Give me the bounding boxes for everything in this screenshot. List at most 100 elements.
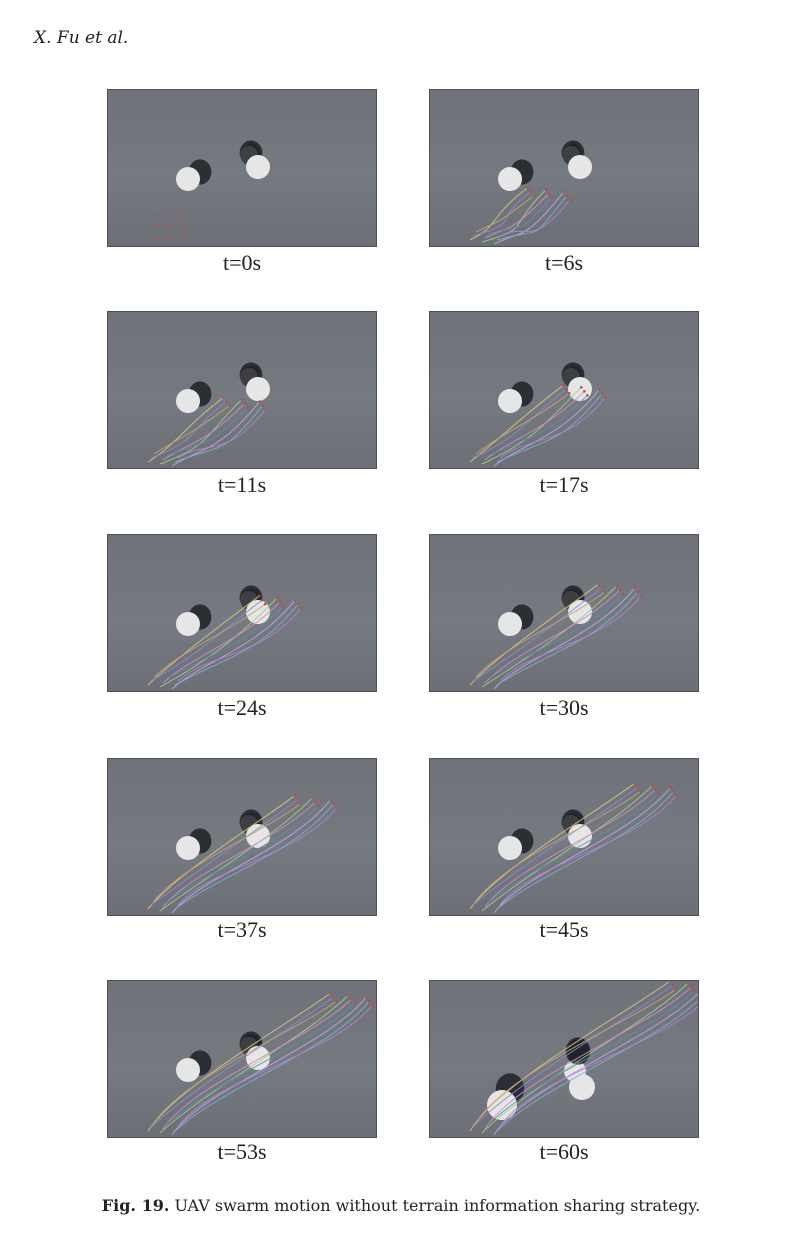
uav-marker [668, 981, 672, 983]
uav-marker [568, 392, 571, 395]
uav-marker [179, 222, 183, 226]
uav-marker [246, 406, 249, 409]
uav-marker [346, 993, 350, 997]
uav-marker [177, 210, 181, 214]
uav-trail [499, 1006, 698, 1128]
uav-marker [604, 396, 607, 399]
uav-marker [181, 234, 185, 238]
uav-trail [147, 795, 295, 910]
uav-trail [487, 394, 588, 457]
uav-marker [674, 987, 678, 991]
uav-trail [475, 988, 677, 1124]
uav-marker [601, 392, 604, 395]
obstacle-disc [176, 612, 200, 636]
uav-trail [481, 386, 582, 465]
uav-trail [469, 187, 529, 241]
uav-trail [487, 793, 659, 904]
uav-trail [177, 807, 338, 906]
uav-marker [293, 598, 297, 602]
uav-marker [639, 594, 643, 598]
obstacle-disc [246, 600, 270, 624]
snapshot-panel-t45 [429, 758, 699, 916]
uav-marker [600, 586, 604, 590]
uav-marker [281, 604, 285, 608]
uav-trail [162, 601, 281, 684]
uav-trail [159, 597, 278, 688]
obstacle-disc [498, 389, 522, 413]
uav-marker [261, 404, 264, 407]
uav-trail [159, 797, 314, 912]
uav-trail [162, 403, 245, 461]
uav-marker [331, 995, 335, 999]
uav-trail [159, 399, 242, 465]
uav-marker [367, 999, 371, 1003]
uav-trail [150, 599, 263, 682]
uav-marker [544, 188, 548, 192]
obstacle-disc [568, 155, 592, 179]
uav-trail [469, 783, 635, 910]
obstacle-disc [498, 836, 522, 860]
uav-marker [243, 402, 246, 405]
uav-marker [651, 784, 654, 787]
uav-marker [335, 806, 338, 809]
uav-marker [317, 804, 320, 807]
uav-trail [484, 789, 656, 908]
running-header-authors: X. Fu et al. [34, 28, 129, 48]
uav-marker [334, 999, 338, 1003]
uav-marker [332, 802, 335, 805]
uav-marker [352, 1001, 356, 1005]
uav-trail [493, 787, 671, 914]
uav-marker [153, 224, 157, 228]
uav-marker [296, 602, 300, 606]
obstacle-disc [176, 167, 200, 191]
panel-time-label: t=45s [539, 917, 589, 942]
uav-marker [222, 396, 225, 399]
uav-marker [151, 212, 155, 216]
uav-trail [499, 595, 642, 682]
panel-time-label: t=11s [217, 472, 267, 497]
uav-trail [475, 392, 570, 455]
uav-trail [147, 992, 331, 1132]
simulation-view [147, 794, 338, 914]
simulation-view [147, 362, 270, 467]
uav-marker [225, 400, 228, 403]
uav-trail [177, 607, 302, 682]
uav-trail [159, 994, 349, 1134]
uav-trail [496, 393, 603, 463]
uav-marker [618, 588, 622, 592]
uav-trail [499, 397, 606, 459]
simulation-view [469, 362, 607, 467]
uav-marker [293, 794, 296, 797]
uav-trail [153, 803, 301, 902]
simulation-view [151, 140, 270, 240]
uav-trail [472, 388, 567, 459]
figure-caption-label: Fig. 19. [101, 1196, 170, 1215]
uav-trail [469, 981, 671, 1132]
uav-marker [562, 190, 566, 194]
uav-marker [565, 194, 569, 198]
uav-trail [162, 998, 352, 1130]
uav-trail [475, 195, 535, 233]
uav-marker [672, 790, 675, 793]
uav-marker [636, 786, 639, 789]
panel-time-label: t=60s [539, 1139, 589, 1164]
uav-trail [475, 591, 606, 678]
panel-time-label: t=6s [544, 250, 584, 275]
uav-marker [639, 790, 642, 793]
uav-marker [603, 590, 607, 594]
uav-marker [299, 606, 303, 610]
simulation-view [469, 582, 643, 690]
uav-trail [472, 191, 532, 237]
uav-trail [496, 591, 639, 686]
uav-trail [174, 405, 263, 463]
uav-marker [155, 236, 159, 240]
uav-marker [689, 985, 693, 989]
uav-marker [228, 404, 231, 407]
uav-marker [598, 388, 601, 391]
uav-trail [487, 593, 624, 680]
uav-trail [472, 787, 638, 906]
uav-trail [153, 1000, 337, 1124]
uav-trail [496, 791, 674, 910]
obstacle-disc [246, 824, 270, 848]
uav-trail [177, 1004, 373, 1128]
